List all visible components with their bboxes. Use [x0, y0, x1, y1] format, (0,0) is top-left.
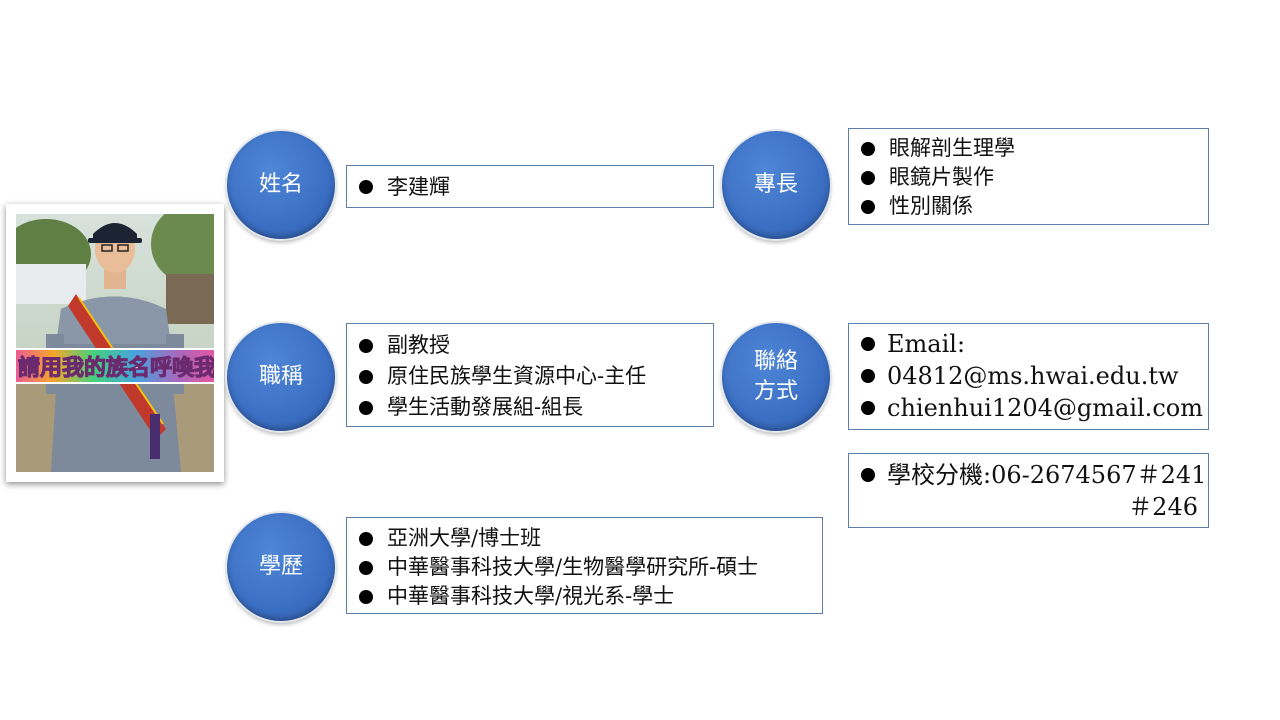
contact-circle: 聯絡 方式: [722, 323, 830, 431]
bullet-icon: [861, 369, 875, 383]
expertise-circle: 專長: [722, 131, 830, 239]
title-item: 原住民族學生資源中心-主任: [347, 361, 713, 392]
name-label: 姓名: [258, 172, 303, 197]
name-item: 李建輝: [347, 172, 713, 202]
bullet-icon: [861, 141, 875, 156]
bullet-icon: [359, 338, 373, 353]
profile-photo-frame: 請用我的族名呼喚我: [6, 204, 224, 482]
bullet-icon: [861, 170, 875, 185]
bullet-icon: [861, 401, 875, 415]
expertise-item: 眼鏡片製作: [849, 163, 1208, 192]
photo-banner-text: 請用我的族名呼喚我: [18, 355, 214, 381]
profile-photo-illustration: 請用我的族名呼喚我: [16, 214, 214, 472]
education-label: 學歷: [258, 554, 303, 579]
contact-item: chienhui1204@gmail.com: [849, 392, 1208, 424]
bullet-icon: [359, 369, 373, 384]
bullet-icon: [861, 337, 875, 351]
education-circle: 學歷: [227, 513, 335, 621]
bullet-icon: [359, 180, 373, 194]
contact-item: 04812@ms.hwai.edu.tw: [849, 360, 1208, 392]
expertise-box: 眼解剖生理學 眼鏡片製作 性別關係: [848, 128, 1209, 225]
title-box: 副教授 原住民族學生資源中心-主任 學生活動發展組-組長: [346, 323, 714, 427]
extension-line2: ＃246: [1128, 493, 1198, 521]
bullet-icon: [861, 199, 875, 214]
profile-photo: 請用我的族名呼喚我: [16, 214, 214, 472]
education-item: 中華醫事科技大學/視光系-學士: [347, 582, 822, 611]
contact-label-line2: 方式: [753, 379, 798, 404]
expertise-label: 專長: [753, 172, 798, 197]
extension-item: 學校分機:06-2674567＃241: [849, 459, 1208, 491]
title-label: 職稱: [258, 364, 303, 389]
education-item: 中華醫事科技大學/生物醫學研究所-碩士: [347, 553, 822, 582]
title-item: 副教授: [347, 330, 713, 361]
contact-label-line1: 聯絡: [753, 349, 798, 374]
bullet-icon: [359, 560, 373, 575]
title-item: 學生活動發展組-組長: [347, 392, 713, 423]
title-circle: 職稱: [227, 323, 335, 431]
education-item: 亞洲大學/博士班: [347, 524, 822, 553]
bullet-icon: [359, 400, 373, 415]
expertise-item: 性別關係: [849, 192, 1208, 221]
bullet-icon: [861, 468, 875, 482]
extension-box: 學校分機:06-2674567＃241 ＃246: [848, 453, 1209, 528]
expertise-item: 眼解剖生理學: [849, 134, 1208, 163]
bullet-icon: [359, 589, 373, 604]
name-box: 李建輝: [346, 165, 714, 208]
education-box: 亞洲大學/博士班 中華醫事科技大學/生物醫學研究所-碩士 中華醫事科技大學/視光…: [346, 517, 823, 614]
contact-item: Email:: [849, 328, 1208, 360]
name-circle: 姓名: [227, 131, 335, 239]
bullet-icon: [359, 531, 373, 546]
contact-box: Email: 04812@ms.hwai.edu.tw chienhui1204…: [848, 323, 1209, 430]
